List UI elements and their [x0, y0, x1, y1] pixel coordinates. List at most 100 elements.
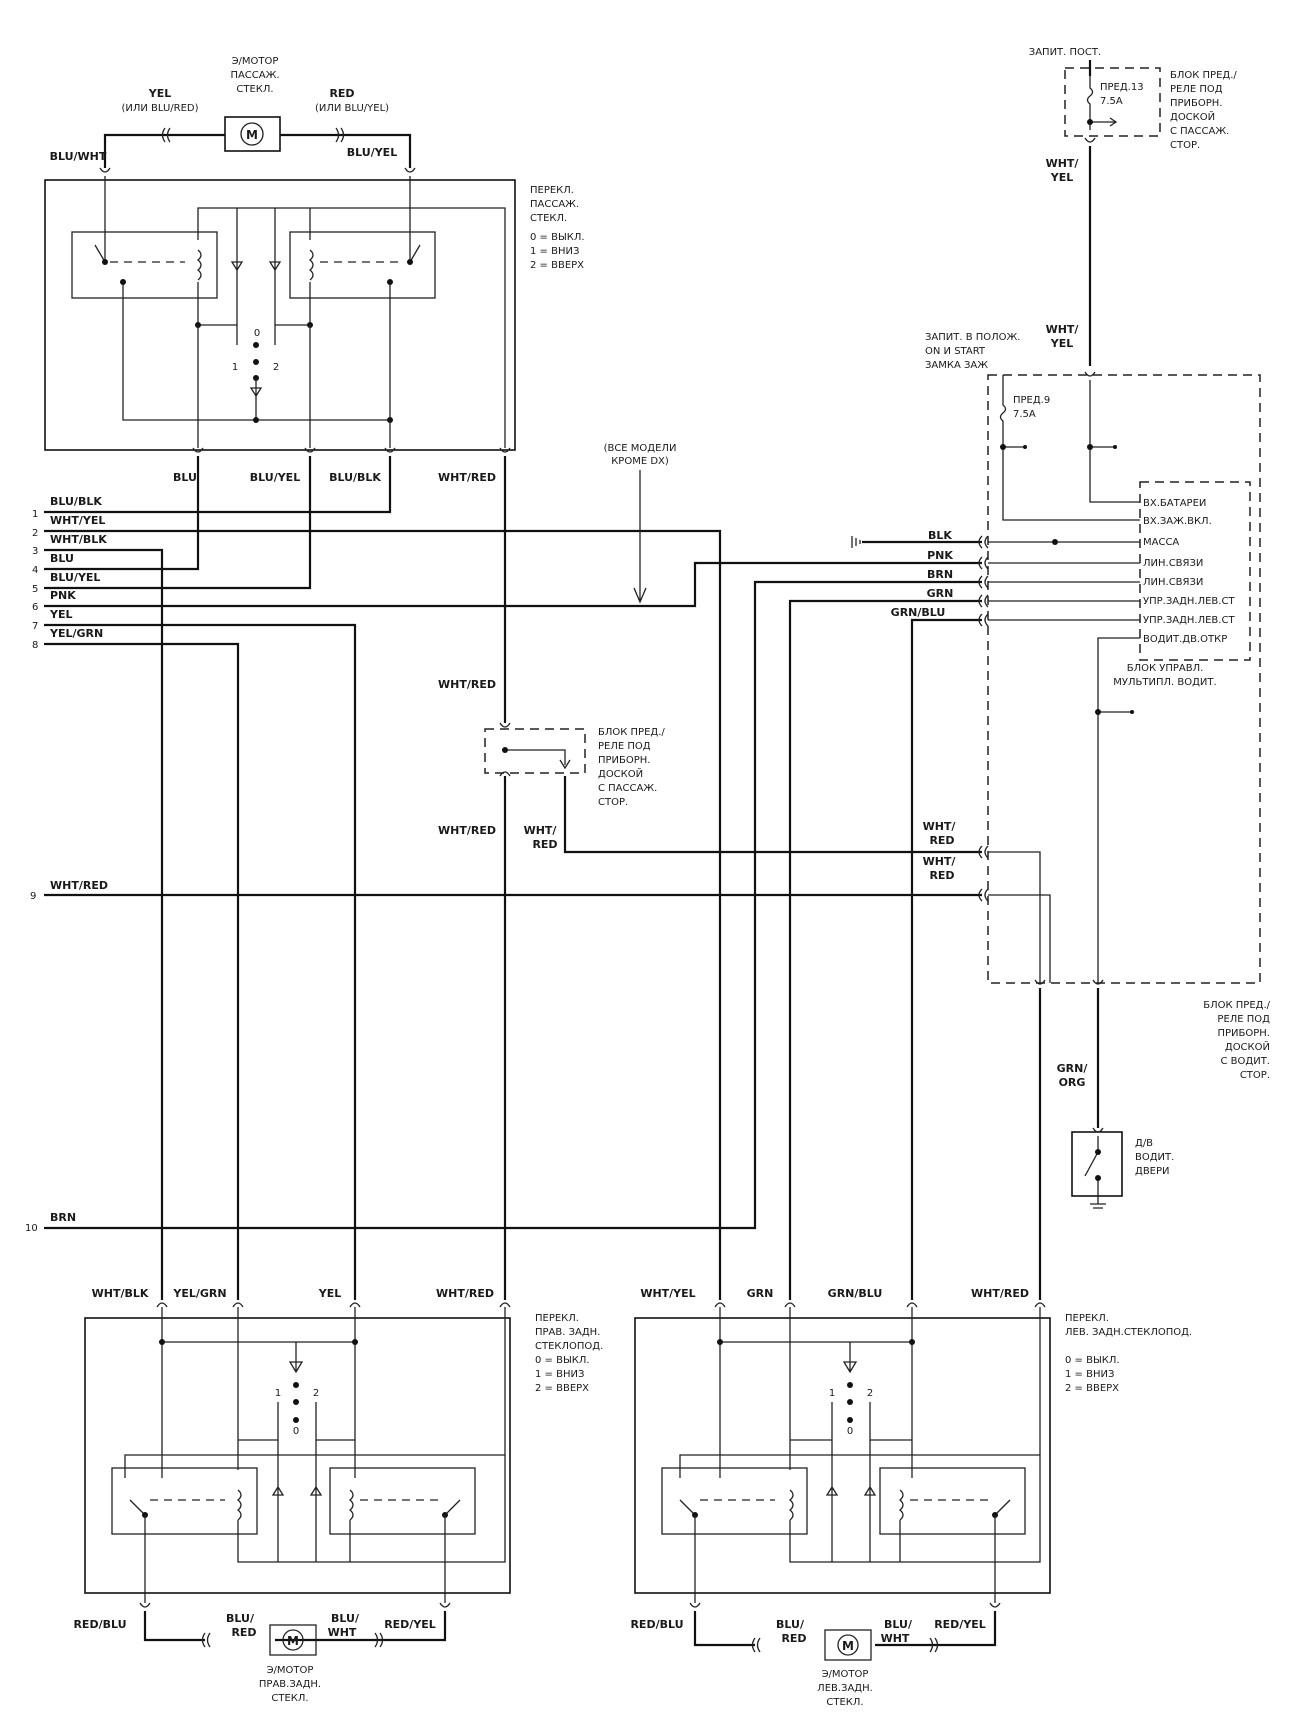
lr-legend-0: 0 = ВЫКЛ.	[1065, 1355, 1120, 1366]
mpcs-in-7: ВОДИТ.ДВ.ОТКР	[1143, 634, 1227, 645]
lr-motor-symbol: M	[842, 1639, 854, 1653]
mpcs-in-2: МАССА	[1143, 537, 1179, 548]
lr-pin-2: GRN/BLU	[828, 1287, 883, 1300]
conn-num-1: 1	[32, 509, 38, 520]
dfb-5: С ВОДИТ.	[1221, 1056, 1270, 1067]
fuse9-name: ПРЕД.9	[1013, 395, 1050, 406]
conn-num-7: 7	[32, 621, 38, 632]
dfb-6: СТОР.	[1240, 1070, 1270, 1081]
fuse13-box	[1064, 67, 1161, 137]
conn-num-10: 10	[25, 1223, 38, 1234]
wire-1: BLU/BLK	[50, 495, 102, 508]
motor-name-3: СТЕКЛ.	[236, 84, 273, 95]
wire-5: BLU/YEL	[50, 571, 100, 584]
dfb-4: ДОСКОЙ	[1225, 1040, 1270, 1053]
conn-num-4: 4	[32, 565, 38, 576]
lr-pos-0: 0	[847, 1426, 853, 1437]
rr-motor-line-1: Э/МОТОР	[267, 1665, 314, 1676]
lr-name-2: ЛЕВ. ЗАДН.СТЕКЛОПОД.	[1065, 1327, 1192, 1338]
rr-legend-2: 2 = ВВЕРХ	[535, 1383, 589, 1394]
pfb-top-4: ДОСКОЙ	[1170, 110, 1215, 123]
rr-bottom-pin-0: RED/BLU	[73, 1618, 126, 1631]
right-relay-box	[289, 231, 436, 299]
motor-name-2: ПАССАЖ.	[230, 70, 279, 81]
conn-num-9: 9	[30, 891, 36, 902]
pfb-mid-1: БЛОК ПРЕД./	[598, 727, 665, 738]
pfb-top-6: СТОР.	[1170, 140, 1200, 151]
rr-left-relay	[111, 1467, 258, 1535]
wht-yel-mid-1: WHT/	[1046, 323, 1080, 336]
rr-pos-1: 1	[275, 1388, 281, 1399]
conn-num-5: 5	[32, 584, 38, 595]
rr-pin-2: YEL	[318, 1287, 342, 1300]
lr-motor-line-2: ЛЕВ.ЗАДН.	[817, 1683, 873, 1694]
door-switch-1: Д/В	[1135, 1138, 1153, 1149]
dfb-3: ПРИБОРН.	[1218, 1028, 1271, 1039]
dfb-2: РЕЛЕ ПОД	[1217, 1014, 1270, 1025]
lr-motor-pin-0a: BLU/	[776, 1618, 805, 1631]
mpcs-in-6: УПР.ЗАДН.ЛЕВ.СТ	[1143, 615, 1235, 626]
pfb-top-5: С ПАССАЖ.	[1170, 126, 1229, 137]
lr-motor-pin-0b: RED	[781, 1632, 806, 1645]
rr-name-3: СТЕКЛОПОД.	[535, 1341, 603, 1352]
motor-name-1: Э/МОТОР	[232, 56, 279, 67]
rr-motor-line-2: ПРАВ.ЗАДН.	[259, 1679, 321, 1690]
switch-name-3: СТЕКЛ.	[530, 213, 567, 224]
constant-power: ЗАПИТ. ПОСТ.	[1029, 47, 1101, 58]
motor-left-wire: YEL	[148, 87, 172, 100]
lr-left-relay	[661, 1467, 808, 1535]
wht-red-below-label: WHT/RED	[438, 824, 496, 837]
rr-motor-pin-1b: WHT	[328, 1626, 357, 1639]
passenger-fuse-box-middle: WHT/RED БЛОК ПРЕД./ РЕЛЕ ПОД ПРИБОРН. ДО…	[438, 678, 982, 854]
mpcs-in-3: ЛИН.СВЯЗИ	[1143, 558, 1203, 569]
lr-right-relay	[879, 1467, 1026, 1535]
switch-pos-0: 0	[254, 328, 260, 339]
door-switch-box	[1071, 1131, 1123, 1197]
wht-red-r2-1: WHT/	[923, 855, 957, 868]
lr-switch-housing	[634, 1317, 1051, 1594]
left-connector: 1 2 3 4 5 6 7 8 9 10 BLU/BLK WHT/YEL WHT…	[25, 456, 982, 1300]
driver-fuse-block: WHT/ YEL ЗАПИТ. В ПОЛОЖ. ON И START ЗАМК…	[788, 323, 1271, 1300]
wht-red-r1-2: RED	[929, 834, 954, 847]
lr-motor-line-3: СТЕКЛ.	[826, 1697, 863, 1708]
switch-pos-1: 1	[232, 362, 238, 373]
lr-motor-pin-1a: BLU/	[884, 1618, 913, 1631]
switch-pos-2: 2	[273, 362, 279, 373]
mpcs-box-outline	[1139, 481, 1251, 661]
lr-motor-line-1: Э/МОТОР	[822, 1669, 869, 1680]
wire-6: PNK	[50, 589, 76, 602]
lr-motor-pin-1b: WHT	[881, 1632, 910, 1645]
wht-red-split-1: WHT/	[524, 824, 558, 837]
wht-red-split-2: RED	[532, 838, 557, 851]
lr-motor-icon	[837, 1634, 859, 1656]
ign-power-2: ON И START	[925, 346, 986, 357]
driver-fuse-box-outline	[987, 374, 1261, 984]
lr-motor-housing	[824, 1629, 872, 1661]
pfb-mid-4: ДОСКОЙ	[598, 767, 643, 780]
wire-4: BLU	[50, 552, 74, 565]
rr-pin-1: YEL/GRN	[172, 1287, 226, 1300]
rr-motor-line-3: СТЕКЛ.	[271, 1693, 308, 1704]
motor-left-alt: (ИЛИ BLU/RED)	[121, 103, 198, 114]
mpcs-in-0: ВХ.БАТАРЕИ	[1143, 498, 1206, 509]
rr-motor-housing	[269, 1624, 317, 1656]
passenger-window-switch: 0 1 2 ПЕРЕКЛ. ПАССАЖ. СТЕКЛ. 0 = ВЫКЛ. 1…	[44, 167, 585, 484]
rr-name-2: ПРАВ. ЗАДН.	[535, 1327, 600, 1338]
fuse9-rating: 7.5A	[1013, 409, 1036, 420]
ign-power-3: ЗАМКА ЗАЖ	[925, 360, 988, 371]
rr-pos-0: 0	[293, 1426, 299, 1437]
door-switch-2: ВОДИТ.	[1135, 1152, 1174, 1163]
lr-legend-2: 2 = ВВЕРХ	[1065, 1383, 1119, 1394]
wht-red-r1-1: WHT/	[923, 820, 957, 833]
wire-10: BRN	[50, 1211, 76, 1224]
fuse13-rating: 7.5A	[1100, 96, 1123, 107]
conn-num-8: 8	[32, 640, 38, 651]
rr-motor-symbol: M	[287, 1634, 299, 1648]
door-switch-3: ДВЕРИ	[1135, 1166, 1170, 1177]
rr-motor-pin-0b: RED	[231, 1626, 256, 1639]
rr-legend-0: 0 = ВЫКЛ.	[535, 1355, 590, 1366]
conn-num-6: 6	[32, 602, 38, 613]
switch-legend-1: 1 = ВНИЗ	[530, 246, 579, 257]
mpcs-name-1: БЛОК УПРАВЛ.	[1127, 663, 1204, 674]
